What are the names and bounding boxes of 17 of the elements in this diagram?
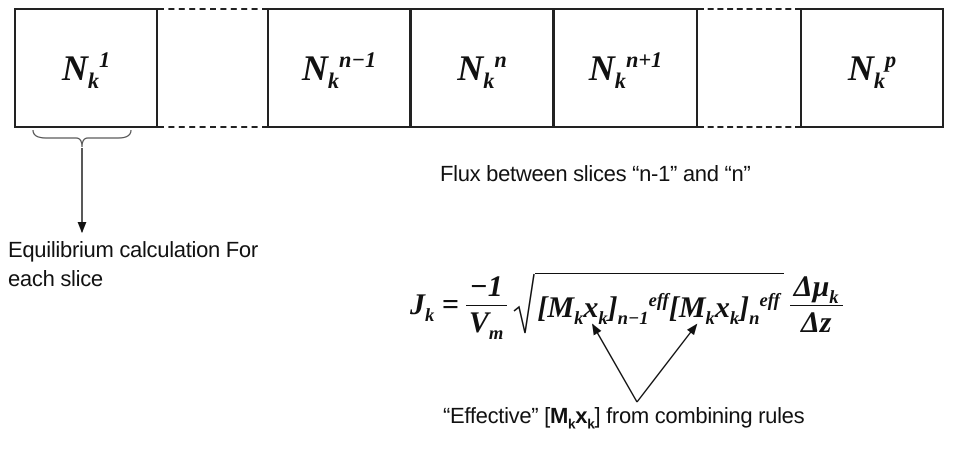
leader-line [636,324,698,402]
leader-line [592,324,638,402]
slice-box [410,8,554,128]
slice-box [14,8,158,128]
slice-box [800,8,944,128]
arrow [78,148,86,234]
equation-term: −1 [466,270,507,306]
slice-box [553,8,698,128]
note-text: “Effective” [M$_{k}$x$_{k}$] from combining rules [443,402,960,431]
equation-term: V$_{m}$ [468,306,504,340]
slice-box [267,8,411,128]
equation-term: Δμ$_{k}$ [790,270,843,306]
note-text: Equilibrium calculation For each slice [8,236,308,294]
flux-caption: Flux between slices “n-1” and “n” [440,160,752,188]
equation-term: J$_{k}$ = [410,288,459,322]
equation-term: Δz [799,306,832,340]
curly-brace [32,130,132,148]
